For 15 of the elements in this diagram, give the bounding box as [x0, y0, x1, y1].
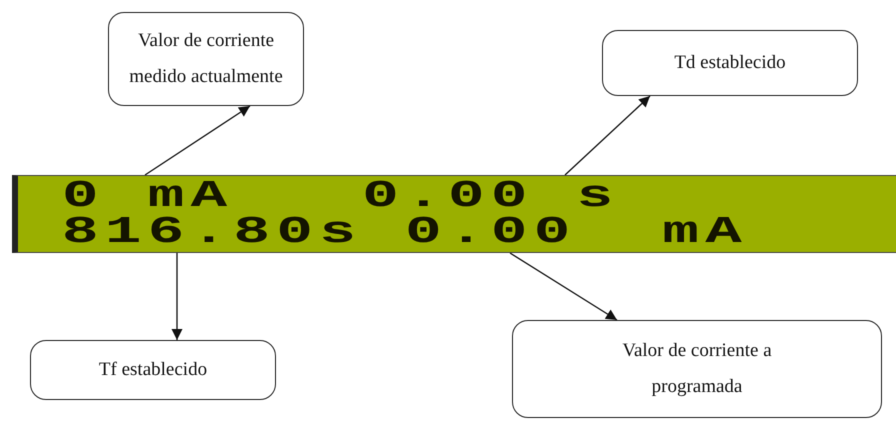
arrow	[510, 252, 618, 321]
lcd-display	[12, 175, 896, 253]
callout-text: Tf establecido	[98, 358, 208, 382]
callout-text: Valor de corriente medido actualmente	[128, 29, 284, 89]
callout-box	[602, 30, 858, 96]
callout-box	[108, 12, 304, 106]
arrow	[564, 96, 650, 176]
callout-box	[512, 320, 882, 418]
callout-text: Valor de corriente a programada	[621, 339, 773, 399]
callout-text: Td establecido	[674, 51, 786, 75]
lcd-reading: 0 mA 0.00 s	[62, 180, 620, 214]
arrow	[144, 105, 250, 176]
callout-box	[30, 340, 276, 400]
lcd-reading: 816.80s 0.00 mA	[62, 216, 748, 250]
arrow	[172, 253, 182, 340]
